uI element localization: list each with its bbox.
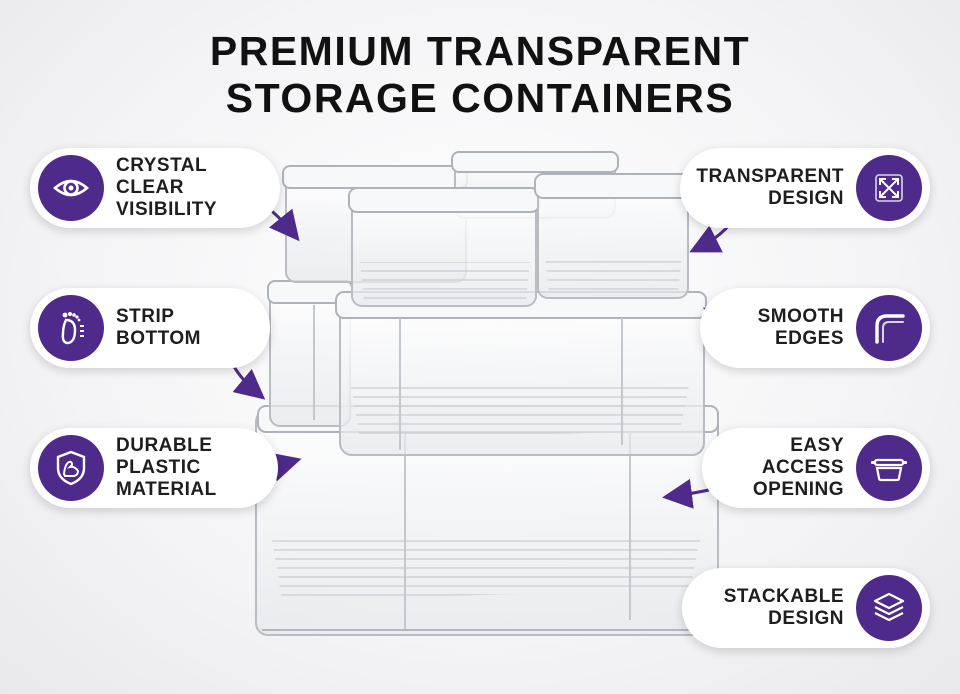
feature-easy-access: EASY ACCESS OPENING: [702, 428, 930, 508]
feature-crystal-clear: CRYSTAL CLEAR VISIBILITY: [30, 148, 280, 228]
stacked-layers-icon: [856, 575, 922, 641]
feature-transparent-design: TRANSPARENT DESIGN: [680, 148, 930, 228]
open-container-icon: [856, 435, 922, 501]
feature-label: TRANSPARENT DESIGN: [696, 166, 844, 209]
feature-strip-bottom: STRIP BOTTOM: [30, 288, 270, 368]
eye-icon: [38, 155, 104, 221]
feature-label: CRYSTAL CLEAR VISIBILITY: [116, 155, 218, 220]
medium-wide-container: [335, 291, 707, 456]
title-line-1: PREMIUM TRANSPARENT: [209, 28, 751, 74]
page-title: PREMIUM TRANSPARENT STORAGE CONTAINERS: [0, 28, 960, 122]
feature-label: STRIP BOTTOM: [116, 306, 201, 349]
shield-arm-icon: [38, 435, 104, 501]
feature-smooth-edges: SMOOTH EDGES: [700, 288, 930, 368]
foot-icon: [38, 295, 104, 361]
title-line-2: STORAGE CONTAINERS: [225, 75, 735, 121]
feature-durable-plastic: DURABLE PLASTIC MATERIAL: [30, 428, 278, 508]
feature-label: SMOOTH EDGES: [757, 306, 844, 349]
feature-label: STACKABLE DESIGN: [723, 586, 844, 629]
expand-arrows-icon: [856, 155, 922, 221]
small-container-front-right: [534, 173, 692, 299]
feature-label: EASY ACCESS OPENING: [752, 435, 844, 500]
feature-label: DURABLE PLASTIC MATERIAL: [116, 435, 217, 500]
feature-stackable-design: STACKABLE DESIGN: [682, 568, 930, 648]
rounded-corner-icon: [856, 295, 922, 361]
